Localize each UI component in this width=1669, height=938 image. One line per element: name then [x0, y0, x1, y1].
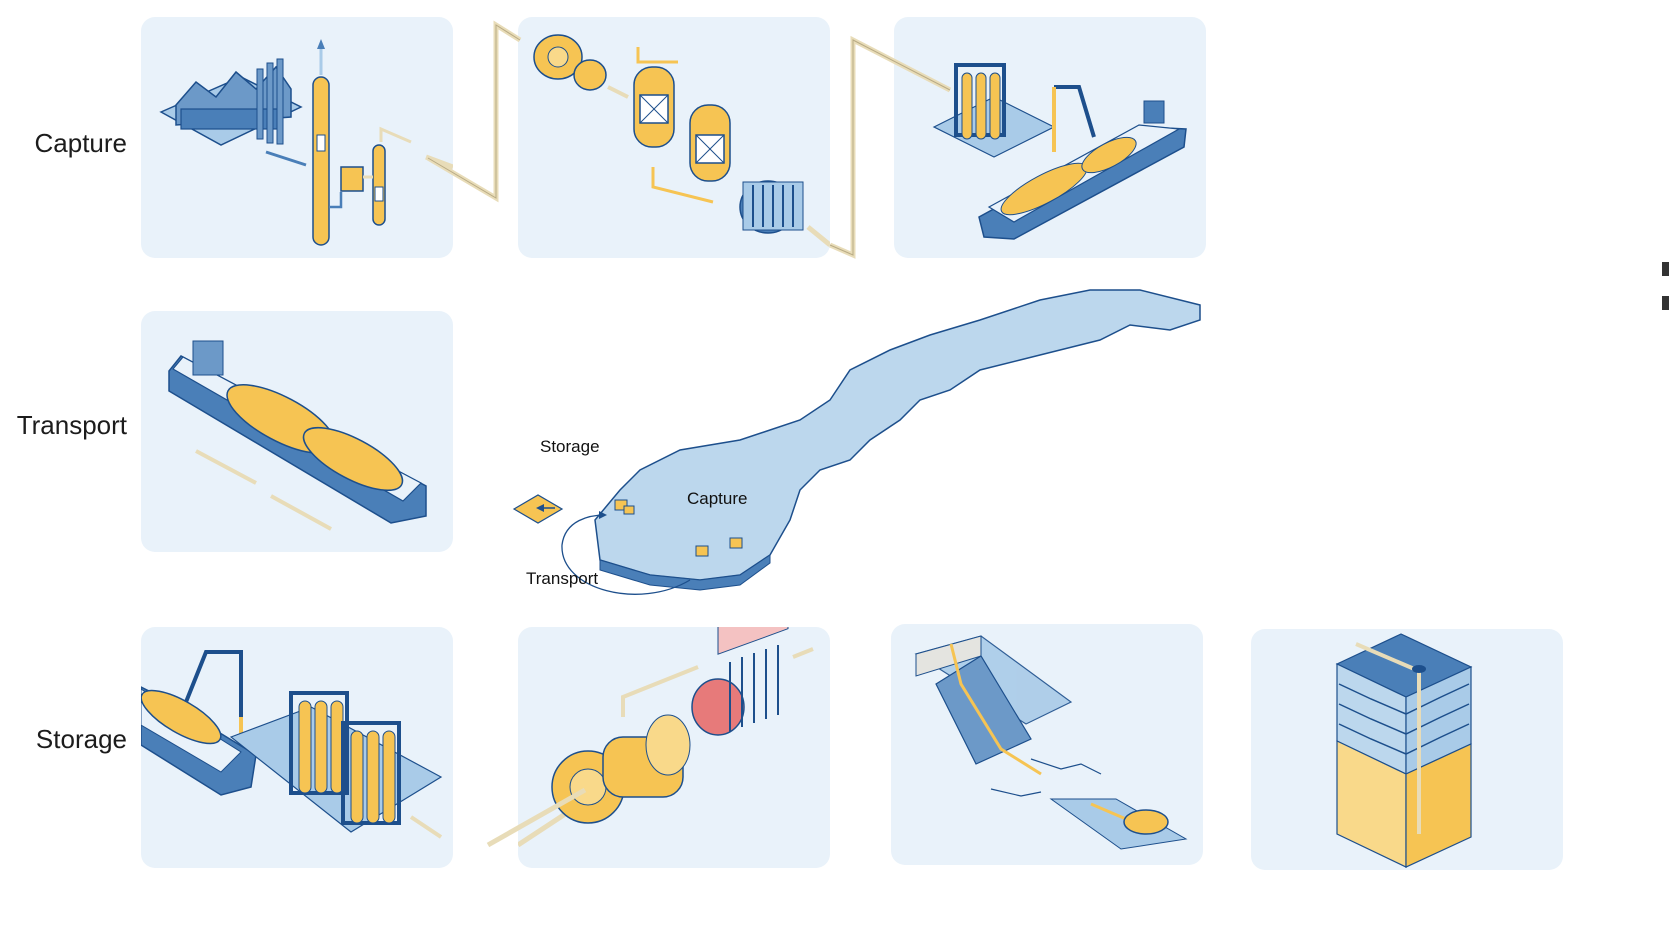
map-label-capture: Capture — [687, 489, 748, 508]
panel-capture-loading — [894, 17, 1206, 258]
industrial-plant-icon — [159, 39, 453, 246]
tank-ship-loading-icon — [932, 63, 1187, 240]
reservoir-injection-icon — [1335, 633, 1473, 868]
panel-storage-pipeline — [891, 624, 1203, 865]
panel-capture-plant — [141, 17, 453, 258]
row-label-storage: Storage — [35, 724, 127, 754]
panel-storage-reservoir — [1251, 629, 1563, 870]
map-label-transport: Transport — [526, 569, 599, 588]
panel-storage-unloading — [141, 627, 453, 868]
map-label-storage: Storage — [540, 437, 600, 456]
panel-transport-ship — [141, 311, 453, 552]
row-label-transport: Transport — [16, 410, 127, 440]
subsea-pipeline-icon — [914, 635, 1188, 850]
cropped-text-fragment — [1662, 296, 1669, 310]
row-label-capture: Capture — [34, 128, 128, 158]
co2-carrier-ship-icon — [168, 340, 427, 531]
ship-unloading-icon — [141, 650, 443, 839]
panel-storage-pumping — [518, 627, 830, 868]
cropped-text-fragment — [1662, 262, 1669, 276]
panel-capture-compression — [518, 17, 830, 258]
pump-heater-icon — [518, 627, 814, 848]
compressor-dryer-icon — [533, 34, 830, 247]
